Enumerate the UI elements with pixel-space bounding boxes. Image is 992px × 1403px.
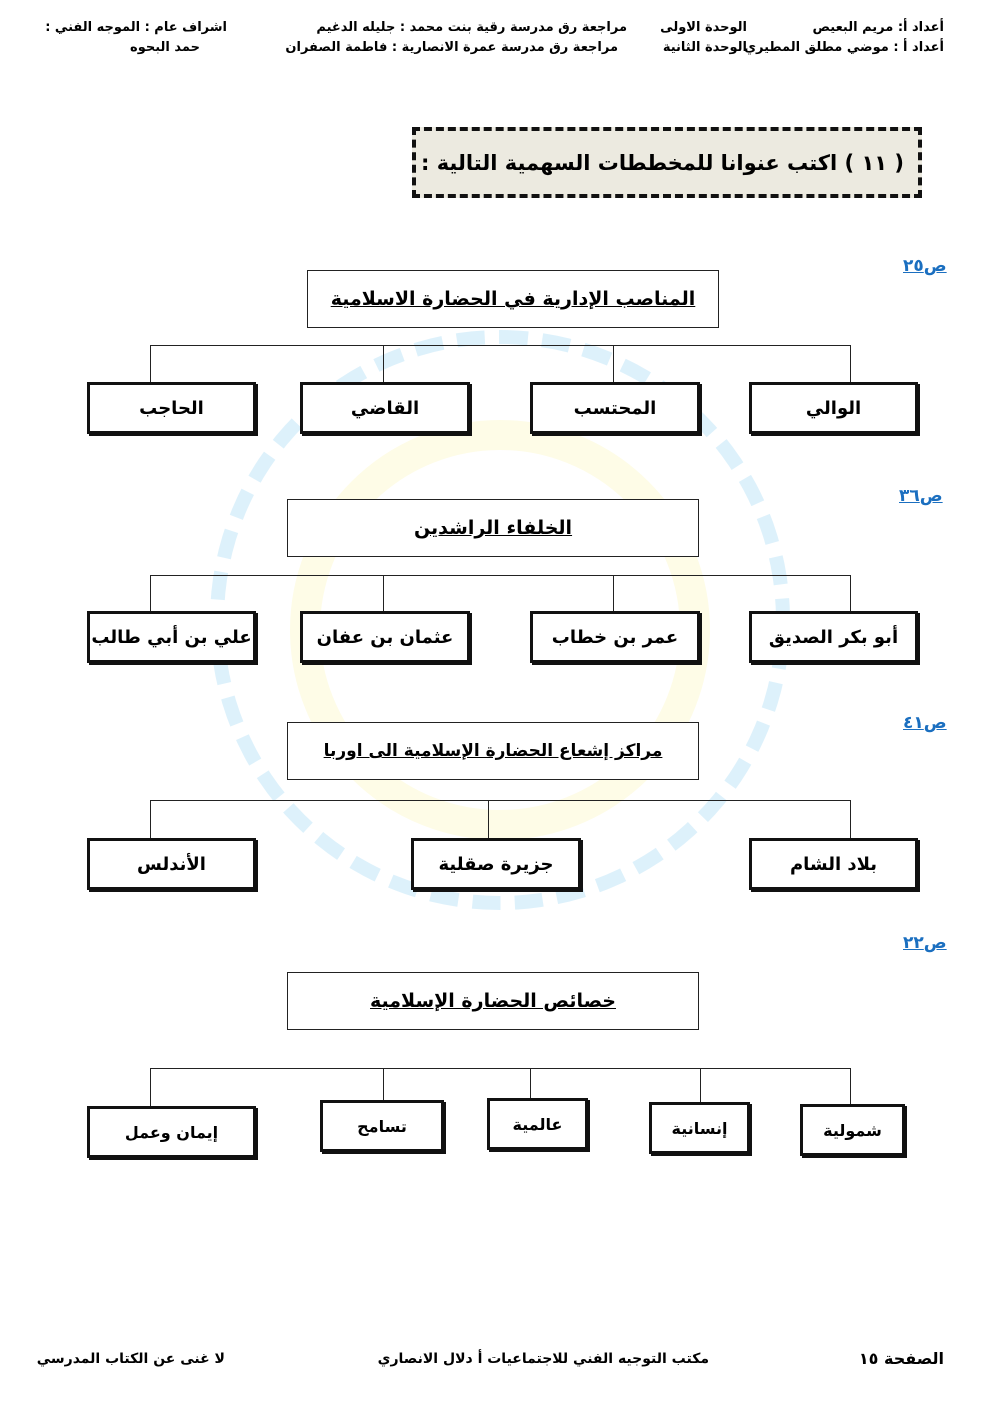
prep2: أعداد أ : موضي مطلق المطيري xyxy=(744,40,944,55)
review1: مراجعة رق مدرسة رقية بنت محمد : جليله ال… xyxy=(316,20,627,35)
diagram-1-child: المحتسب xyxy=(530,382,700,434)
unit1: الوحدة الاولى xyxy=(660,20,747,35)
diagram-3-child: بلاد الشام xyxy=(749,838,918,890)
diagram-2-child: عمر بن خطاب xyxy=(530,611,700,663)
supervisor-name: حمد البحوه xyxy=(130,40,200,55)
diagram-3-child: الأندلس xyxy=(87,838,256,890)
unit2: الوحدة الثانية xyxy=(662,40,747,55)
diagram-2-child: علي بن أبي طالب xyxy=(87,611,256,663)
diagram-1-child: القاضي xyxy=(300,382,470,434)
diagram-4-child: عالمية xyxy=(487,1098,588,1150)
diagram-title-1: المناصب الإدارية في الحضارة الاسلامية xyxy=(307,270,719,328)
diagram-1-child: الحاجب xyxy=(87,382,256,434)
question-box: ( ١١ ) اكتب عنوانا للمخططات السهمية التا… xyxy=(412,127,922,198)
diagram-title-2: الخلفاء الراشدين xyxy=(287,499,699,557)
diagram-title-4: خصائص الحضارة الإسلامية xyxy=(287,972,699,1030)
footer-slogan: لا غنى عن الكتاب المدرسي xyxy=(36,1351,225,1367)
diagram-4-child: إنسانية xyxy=(649,1102,750,1154)
diagram-2-child: عثمان بن عفان xyxy=(300,611,470,663)
prep1: أعداد أ: مريم البعيص xyxy=(812,20,944,35)
diagram-4-child: شمولية xyxy=(800,1104,905,1156)
diagram-1-child: الوالي xyxy=(749,382,918,434)
supervisor: اشراف عام : الموجه الفني : xyxy=(45,20,227,35)
diagram-2-child: أبو بكر الصديق xyxy=(749,611,918,663)
page-ref-2: ص٣٦ xyxy=(899,486,943,506)
page-ref-3: ص٤١ xyxy=(903,713,947,733)
page-ref-1: ص٢٥ xyxy=(903,256,947,276)
diagram-3-child: جزيرة صقلية xyxy=(411,838,581,890)
review2: مراجعة رق مدرسة عمرة الانصارية : فاطمة ا… xyxy=(285,40,618,55)
footer-office: مكتب التوجيه الفني للاجتماعيات أ دلال ال… xyxy=(377,1351,709,1367)
diagram-4-child: تسامح xyxy=(320,1100,444,1152)
diagram-4-child: إيمان وعمل xyxy=(87,1106,256,1158)
page-number: الصفحة ١٥ xyxy=(858,1349,944,1368)
question-text: ( ١١ ) اكتب عنوانا للمخططات السهمية التا… xyxy=(420,150,904,175)
page-ref-4: ص٢٢ xyxy=(903,933,947,953)
diagram-title-3: مراكز إشعاع الحضارة الإسلامية الى اوربا xyxy=(287,722,699,780)
